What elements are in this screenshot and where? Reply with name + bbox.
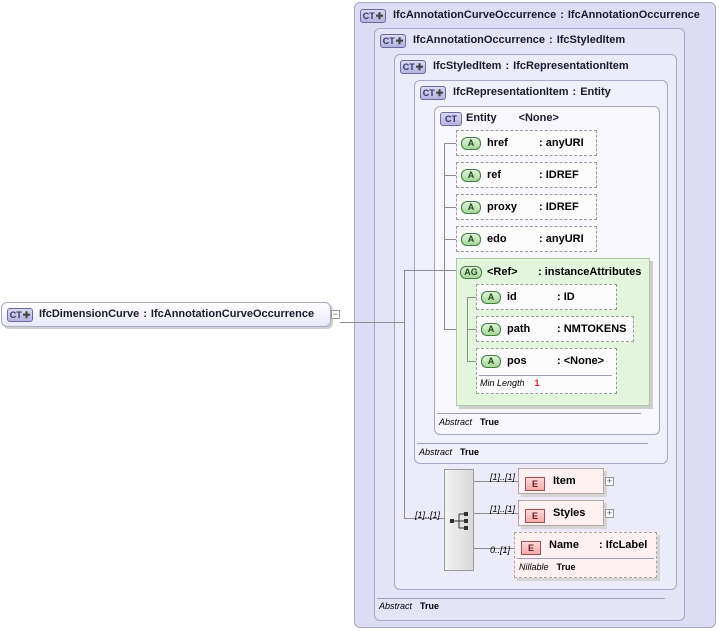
type-title: IfcAnnotationCurveOccurrence:IfcAnnotati… (393, 9, 700, 21)
collapse-toggle-icon[interactable]: − (331, 309, 340, 319)
attribute-type: : NMTOKENS (557, 323, 627, 335)
type-title: IfcAnnotationOccurrence:IfcStyledItem (413, 34, 626, 46)
ct-badge-icon: CT✚ (420, 86, 446, 100)
expand-item-icon[interactable]: + (605, 476, 614, 486)
element-name: Styles (553, 507, 586, 519)
attribute-icon: A (481, 323, 501, 336)
element-occurrence: [1]..[1] (490, 472, 516, 482)
connector (467, 361, 476, 362)
element-item[interactable]: E Item (518, 468, 604, 494)
connector (444, 239, 456, 240)
attribute-id[interactable]: A id : ID (476, 284, 617, 310)
element-styles[interactable]: E Styles (518, 500, 604, 526)
attribute-group-type: : instanceAttributes (538, 266, 642, 278)
attribute-icon: A (461, 169, 481, 182)
ct-badge-icon: CT✚ (400, 60, 426, 74)
element-icon: E (525, 509, 545, 523)
attribute-type: : ID (557, 291, 575, 303)
sequence-icon (450, 512, 468, 530)
connector (404, 270, 405, 518)
attribute-edo[interactable]: A edo : anyURI (456, 226, 597, 252)
connector (444, 175, 456, 176)
type-title: Entity<None> (466, 112, 559, 124)
attribute-name: ref (487, 169, 502, 181)
element-icon: E (521, 541, 541, 555)
attribute-name: href (487, 137, 508, 149)
ct-badge-icon: CT (440, 112, 462, 126)
type-title: IfcStyledItem:IfcRepresentationItem (433, 60, 629, 72)
element-name: Item (553, 475, 576, 487)
attribute-type: : anyURI (539, 233, 584, 245)
attribute-group-name: <Ref> (487, 266, 518, 278)
connector (340, 322, 404, 323)
ct-badge-icon: CT✚ (7, 308, 33, 322)
connector (467, 329, 476, 330)
attribute-name: pos (507, 355, 527, 367)
attribute-type: : IDREF (539, 169, 579, 181)
connector (444, 207, 456, 208)
attribute-icon: A (481, 355, 501, 368)
attribute-icon: A (461, 233, 481, 246)
ct-badge-icon: CT✚ (360, 9, 386, 23)
element-occurrence: 0..[1] (490, 545, 511, 555)
attribute-name: path (507, 323, 531, 335)
element-name-label: Name (549, 539, 579, 551)
connector (444, 143, 445, 329)
connector (444, 143, 456, 144)
ct-badge-icon: CT✚ (380, 34, 406, 48)
attribute-proxy[interactable]: A proxy : IDREF (456, 194, 597, 220)
attribute-name: proxy (487, 201, 517, 213)
element-type: : IfcLabel (599, 539, 648, 551)
connector (474, 481, 518, 482)
attribute-icon: A (481, 291, 501, 304)
attribute-type: : anyURI (539, 137, 584, 149)
connector (474, 513, 518, 514)
attribute-icon: A (461, 201, 481, 214)
connector (467, 297, 476, 298)
attribute-href[interactable]: A href : anyURI (456, 130, 597, 156)
expand-styles-icon[interactable]: + (605, 508, 614, 518)
connector (404, 270, 456, 271)
attribute-icon: A (461, 137, 481, 150)
attribute-type: : IDREF (539, 201, 579, 213)
attribute-ref[interactable]: A ref : IDREF (456, 162, 597, 188)
attribute-name: edo (487, 233, 507, 245)
connector (474, 548, 514, 549)
attribute-name: id (507, 291, 517, 303)
connector (444, 329, 456, 330)
attribute-group-icon: AG (460, 266, 482, 279)
attribute-path[interactable]: A path : NMTOKENS (476, 316, 634, 342)
element-occurrence: [1]..[1] (490, 504, 516, 514)
root-complex-type[interactable]: CT✚ IfcDimensionCurve:IfcAnnotationCurve… (1, 302, 331, 327)
connector (404, 518, 444, 519)
type-title: IfcRepresentationItem:Entity (453, 86, 611, 98)
attribute-type: : <None> (557, 355, 605, 367)
sequence-occurrence: [1]..[1] (415, 510, 441, 520)
root-title: IfcDimensionCurve:IfcAnnotationCurveOccu… (39, 308, 315, 320)
sequence-compositor[interactable] (444, 469, 474, 571)
element-icon: E (525, 477, 545, 491)
